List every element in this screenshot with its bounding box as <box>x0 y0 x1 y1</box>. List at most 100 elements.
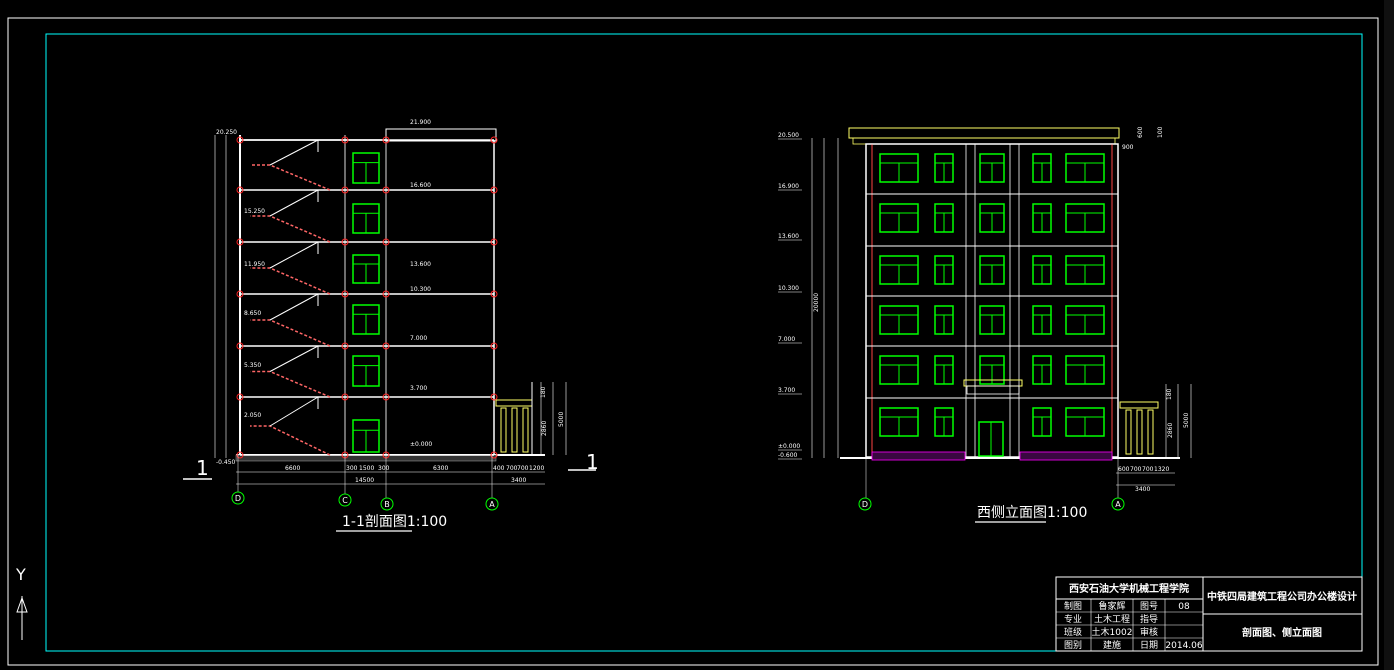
section-canopy <box>495 399 533 407</box>
title-block-r1c3: 图号 <box>1140 601 1158 612</box>
section-cut-marker-2-3 <box>490 342 498 350</box>
section-cut-marker-1-1 <box>341 393 349 401</box>
section-cut-marker-6-0 <box>236 136 244 144</box>
section-stair-upper-5 <box>269 139 319 166</box>
title-block-project: 中铁四局建筑工程公司办公楼设计 <box>1207 590 1357 603</box>
section-dim-1500: 1500 <box>359 465 374 472</box>
title-block-r2c2: 土木工程 <box>1094 613 1130 625</box>
svg-text:B: B <box>384 500 390 509</box>
title-block-r1c1: 制图 <box>1064 600 1082 612</box>
elevation-porch-columns <box>1125 409 1154 455</box>
title-block-r4c4: 2014.06 <box>1165 641 1202 651</box>
elevation-level-label-7: -0.600 <box>778 452 798 459</box>
section-view[interactable]: 21.90020.25016.60015.25013.60011.95010.3… <box>183 119 599 532</box>
section-right-dim-2: 2860 <box>541 421 548 436</box>
elevation-view[interactable]: 20.50016.90013.60010.3007.0003.700±0.000… <box>778 126 1192 523</box>
section-dim-14500: 14500 <box>355 477 374 484</box>
elevation-canopy-band <box>966 385 1020 395</box>
elevation-axis-d[interactable]: D <box>858 458 872 511</box>
title-block[interactable]: 西安石油大学机械工程学院 中铁四局建筑工程公司办公楼设计 剖面图、侧立面图 制图… <box>1055 576 1363 652</box>
elevation-title: 西侧立面图1:100 <box>977 505 1087 521</box>
drawing-frame <box>45 33 1363 652</box>
section-cut-marker-1-0 <box>236 393 244 401</box>
section-floor-slabs <box>240 139 494 456</box>
elevation-right-dim-2: 2860 <box>1167 423 1174 438</box>
section-stair-flights <box>250 139 331 456</box>
section-title: 1-1剖面图1:100 <box>342 514 447 530</box>
section-elevation-label-4: 13.600 <box>410 261 431 268</box>
section-elevation-label-5: 11.950 <box>244 261 265 268</box>
section-windows <box>352 152 380 453</box>
svg-text:C: C <box>342 496 348 505</box>
section-axis-a[interactable]: A <box>485 455 499 511</box>
outer-border <box>7 17 1379 666</box>
section-right-dim-1: 180 <box>540 386 547 398</box>
section-axis-c[interactable]: C <box>338 455 352 507</box>
elevation-parapet <box>848 127 1120 139</box>
section-cut-marker-6-1 <box>341 136 349 144</box>
section-cut-marker-6-2 <box>382 136 390 144</box>
elevation-level-label-5: 3.700 <box>778 387 795 394</box>
elevation-level-labels: 20.50016.90013.60010.3007.0003.700±0.000… <box>778 132 802 460</box>
elevation-dim-700a: 700 <box>1130 466 1142 473</box>
elevation-axis-a[interactable]: A <box>1111 458 1125 511</box>
section-axis-d[interactable]: D <box>231 455 245 505</box>
section-elevation-label-9: 5.350 <box>244 362 261 369</box>
section-elevation-label-11: 2.050 <box>244 412 261 419</box>
section-elevation-label-13: -0.450 <box>216 459 236 466</box>
elevation-left-dimension-lines <box>811 138 839 458</box>
title-block-r2c1: 专业 <box>1064 613 1082 625</box>
section-axis-b[interactable]: B <box>380 455 394 511</box>
section-dim-1200: 1200 <box>529 465 544 472</box>
svg-text:A: A <box>489 500 495 509</box>
section-stair-lower-0 <box>250 425 331 456</box>
section-cut-marker-3-0 <box>236 290 244 298</box>
section-stair-upper-2 <box>269 293 319 321</box>
section-dim-6600: 6600 <box>285 465 300 472</box>
section-cut-marker-5-2 <box>382 186 390 194</box>
elevation-pilasters <box>965 143 1020 458</box>
right-palette-strip[interactable] <box>1384 0 1394 670</box>
section-cut-markers <box>236 136 498 459</box>
elevation-floor-lines <box>866 143 1118 458</box>
elevation-total-height: 20000 <box>813 293 820 312</box>
section-foundation-hatch <box>235 454 497 462</box>
elevation-dim-600: 600 <box>1118 466 1130 473</box>
section-elevation-label-7: 8.650 <box>244 310 261 317</box>
title-block-r1c2: 鲁家辉 <box>1098 600 1125 612</box>
title-block-r3c2: 土木1002 <box>1092 626 1133 638</box>
title-block-school: 西安石油大学机械工程学院 <box>1069 582 1189 595</box>
elevation-dim-3400: 3400 <box>1135 486 1150 493</box>
section-cut-marker-4-3 <box>490 238 498 246</box>
section-cut-marker-0-3 <box>490 451 498 459</box>
title-block-r4c2: 建施 <box>1103 639 1121 651</box>
elevation-top-dim-100: 100 <box>1157 126 1164 138</box>
elevation-level-label-0: 20.500 <box>778 132 799 139</box>
section-dim-700b: 700 <box>517 465 529 472</box>
svg-text:D: D <box>235 494 241 503</box>
elevation-plinth-hatch-right <box>1019 451 1113 461</box>
elevation-dim-700b: 700 <box>1142 466 1154 473</box>
section-elevation-label-8: 7.000 <box>410 335 427 342</box>
elevation-top-dim-900: 900 <box>1122 144 1134 151</box>
elevation-porch-canopy <box>1119 401 1159 409</box>
section-cut-marker-1-3 <box>490 393 498 401</box>
section-stair-lower-3 <box>250 267 331 295</box>
elevation-right-dim-3: 5000 <box>1183 413 1190 428</box>
elevation-windows <box>879 153 1105 437</box>
section-cut-marker-2-0 <box>236 342 244 350</box>
section-dim-700a: 700 <box>506 465 518 472</box>
section-dim-6300: 6300 <box>433 465 448 472</box>
section-cut-mark-right: 1 <box>568 450 599 474</box>
elevation-plinth-hatch-left <box>871 451 966 461</box>
section-elevation-label-10: 3.700 <box>410 385 427 392</box>
title-block-r4c3: 日期 <box>1140 640 1158 651</box>
elevation-canopy <box>963 379 1023 387</box>
section-cut-marker-6-3 <box>490 136 498 144</box>
elevation-right-dimension-lines <box>1165 384 1192 458</box>
elevation-cornice <box>852 137 1116 145</box>
elevation-level-label-2: 13.600 <box>778 233 799 240</box>
title-block-drawing-name: 剖面图、侧立面图 <box>1242 626 1322 639</box>
elevation-level-label-3: 10.300 <box>778 285 799 292</box>
